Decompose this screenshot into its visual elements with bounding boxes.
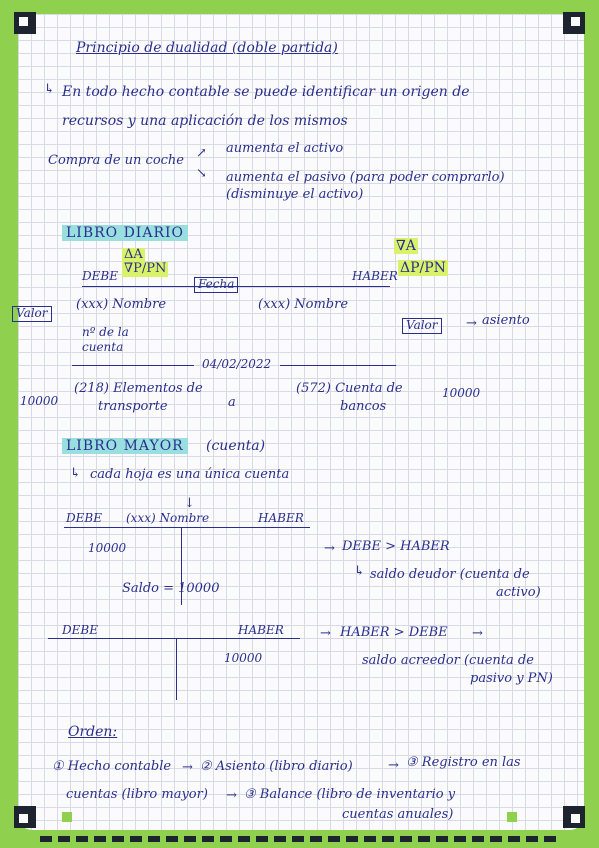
t1-horizontal-line <box>64 527 310 528</box>
orden-heading: Orden: <box>68 724 118 740</box>
t2-amount: 10000 <box>224 651 263 665</box>
diario-debe-label: DEBE <box>82 269 118 283</box>
diario-date: 04/02/2022 <box>202 357 272 371</box>
arrow-icon: → <box>324 541 335 556</box>
corner-marker-icon <box>563 806 585 828</box>
diario-left-account: (xxx) Nombre <box>76 297 167 312</box>
intro-line-1: En todo hecho contable se puede identifi… <box>62 84 470 100</box>
green-square-icon <box>62 812 72 822</box>
diario-asiento-note: asiento <box>482 313 530 328</box>
intro-line-2: recursos y una aplicación de los mismos <box>62 113 348 129</box>
t2-rule: HABER > DEBE <box>340 625 448 640</box>
orden-line-2a: cuentas (libro mayor) <box>66 787 208 802</box>
diario-entry-right-2: bancos <box>340 399 387 414</box>
arrow-icon: → <box>182 760 193 775</box>
libro-diario-heading: LIBRO DIARIO <box>62 225 188 242</box>
diario-amount-left: 10000 <box>20 394 59 408</box>
t2-vertical-line <box>176 638 177 700</box>
notebook-page <box>18 14 584 830</box>
diario-amount-right: 10000 <box>442 386 481 400</box>
diario-entry-left-2: transporte <box>98 399 168 414</box>
diario-right-note-2: ΔP/PN <box>398 260 448 277</box>
diario-entry-right-1: (572) Cuenta de <box>296 381 403 396</box>
corner-marker-icon <box>14 806 36 828</box>
libro-mayor-desc: cada hoja es una única cuenta <box>90 467 290 482</box>
diario-valor-left: Valor <box>12 306 52 322</box>
page-title: Principio de dualidad (doble partida) <box>76 40 338 56</box>
example-label: Compra de un coche <box>48 153 184 168</box>
diario-num-cuenta-2: cuenta <box>82 340 124 354</box>
diario-haber-label: HABER <box>352 269 398 283</box>
corner-marker-icon <box>14 12 36 34</box>
diario-date-line-right <box>280 365 396 366</box>
arrow-icon: ↳ <box>44 82 55 97</box>
arrow-icon: ↓ <box>184 496 195 511</box>
t1-saldo: Saldo = 10000 <box>122 581 220 596</box>
diario-date-line-left <box>72 365 194 366</box>
libro-mayor-heading: LIBRO MAYOR <box>62 438 188 455</box>
diario-entry-left-1: (218) Elementos de <box>74 381 203 396</box>
example-effect-2b: (disminuye el activo) <box>226 187 364 202</box>
arrow-icon: → <box>466 316 477 331</box>
arrow-icon: ↘ <box>196 166 207 181</box>
t2-result-a: saldo acreedor (cuenta de <box>362 653 534 668</box>
arrow-icon: ↗ <box>196 146 207 161</box>
arrow-icon: → <box>388 758 399 773</box>
arrow-icon: → <box>472 626 483 641</box>
diario-right-note-1: ∇A <box>394 238 418 255</box>
diario-right-account: (xxx) Nombre <box>258 297 349 312</box>
libro-mayor-heading-suffix: (cuenta) <box>206 438 266 454</box>
t2-horizontal-line <box>48 638 300 639</box>
diario-connector: a <box>228 395 236 410</box>
t1-account-name: (xxx) Nombre <box>126 511 210 525</box>
t2-debe-label: DEBE <box>62 623 98 637</box>
orden-step-1: ① Hecho contable <box>52 759 172 774</box>
t1-rule: DEBE > HABER <box>342 539 450 554</box>
arrow-icon: → <box>320 626 331 641</box>
diario-fecha-box: Fecha <box>194 277 239 293</box>
t1-debe-label: DEBE <box>66 511 102 525</box>
bottom-marker-strip <box>40 836 560 842</box>
diario-header-line <box>82 286 390 287</box>
example-effect-2a: aumenta el pasivo (para poder comprarlo) <box>226 170 505 185</box>
t2-result-b: pasivo y PN) <box>470 671 553 686</box>
t1-result-b: activo) <box>496 585 541 600</box>
orden-step-2: ② Asiento (libro diario) <box>200 759 353 774</box>
arrow-icon: ↳ <box>354 564 365 579</box>
t1-vertical-line <box>181 527 182 605</box>
orden-line-2b: ③ Balance (libro de inventario y <box>244 787 456 802</box>
t2-haber-label: HABER <box>238 623 284 637</box>
diario-left-note-1: ΔA <box>122 247 145 263</box>
corner-marker-icon <box>563 12 585 34</box>
diario-valor-right: Valor <box>402 318 442 334</box>
orden-step-3: ③ Registro en las <box>406 755 521 770</box>
example-effect-1: aumenta el activo <box>226 141 344 156</box>
t1-amount: 10000 <box>88 541 127 555</box>
t1-result-a: saldo deudor (cuenta de <box>370 567 530 582</box>
orden-line-3: cuentas anuales) <box>342 807 454 822</box>
diario-left-note-2: ∇P/PN <box>122 261 169 277</box>
arrow-icon: → <box>226 788 237 803</box>
arrow-icon: ↳ <box>70 466 81 481</box>
diario-num-cuenta-1: nº de la <box>82 325 129 339</box>
green-square-icon <box>507 812 517 822</box>
t1-haber-label: HABER <box>258 511 304 525</box>
